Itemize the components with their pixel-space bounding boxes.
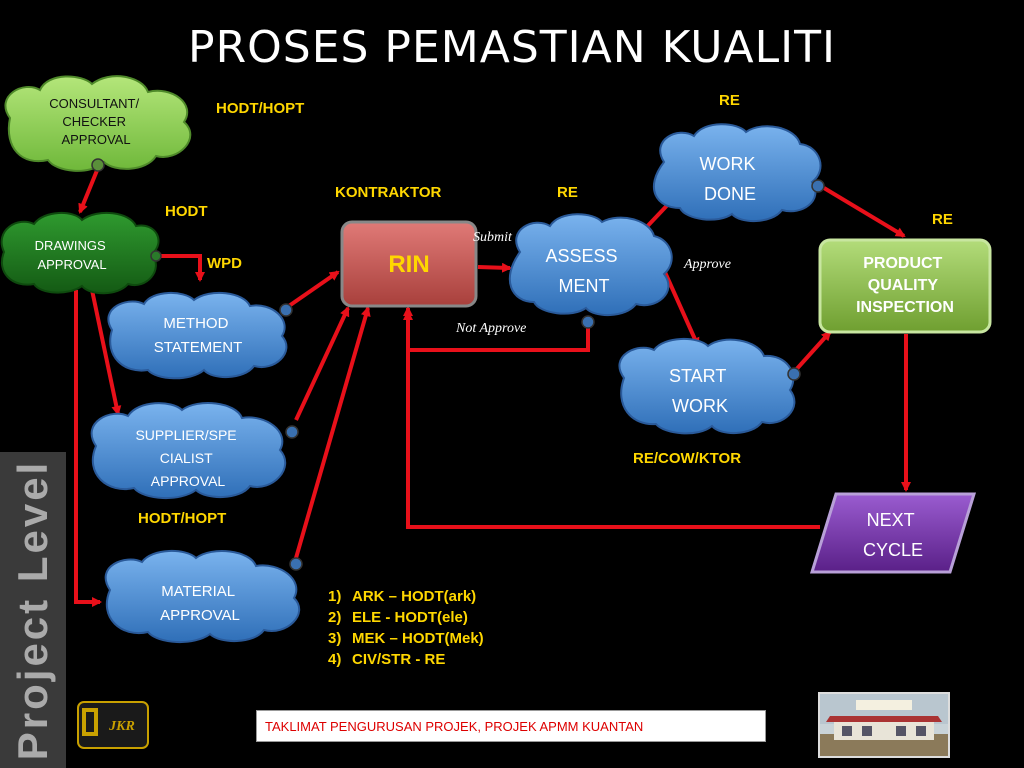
- footer-caption: TAKLIMAT PENGURUSAN PROJEK, PROJEK APMM …: [256, 710, 766, 742]
- role-hodt: HODT: [165, 203, 208, 220]
- supplier-line-3: APPROVAL: [151, 473, 226, 489]
- arrow-supplier-rin: [294, 306, 350, 421]
- arrow-nextcycle-rin: [403, 310, 820, 529]
- svg-text:MATERIAL APPROVAL: MATERIAL APPROVAL: [160, 583, 240, 624]
- consultant-line-3: APPROVAL: [61, 132, 130, 147]
- list-number: 2): [328, 609, 342, 626]
- list-text: CIV/STR - RE: [352, 651, 446, 668]
- jkr-logo: JKR: [77, 701, 149, 749]
- svg-text:DRAWINGS APPROVAL: DRAWINGS APPROVAL: [35, 238, 110, 272]
- list-number: 4): [328, 651, 342, 668]
- method-line-1: METHOD: [163, 315, 228, 332]
- svg-text:CONSULTANT/ CHECKER: CONSULTANT/ CHECKER APPROVAL: [49, 96, 142, 147]
- svg-text:NEXT CYCLE: NEXT CYCLE: [863, 510, 923, 560]
- svg-text:SUPPLIER/SPE CIALIST: SUPPLIER/SPE CIALIST APPROVAL: [135, 427, 240, 489]
- assess-line-2: MENT: [559, 276, 610, 296]
- workdone-line-2: DONE: [704, 184, 756, 204]
- role-hodt-hopt-top: HODT/HOPT: [216, 100, 305, 117]
- arrow-workdone-product: [822, 186, 906, 238]
- arrow-startwork-product: [792, 330, 832, 374]
- startwork-line-2: WORK: [672, 396, 728, 416]
- drawings-line-1: DRAWINGS: [35, 238, 106, 253]
- arrow-rin-assess: [477, 262, 512, 273]
- rin-label: RIN: [388, 251, 429, 278]
- startwork-line-1: START: [669, 366, 726, 386]
- supplier-specialist-approval-cloud: SUPPLIER/SPE CIALIST APPROVAL: [90, 402, 299, 500]
- list-text: MEK – HODT(Mek): [352, 630, 484, 647]
- sidebar-label: Project Level: [9, 459, 56, 761]
- building-photo: [818, 692, 950, 758]
- nextcycle-line-2: CYCLE: [863, 540, 923, 560]
- rin-box: RIN: [340, 220, 478, 308]
- product-quality-inspection-box: PRODUCT QUALITY INSPECTION: [818, 238, 992, 334]
- list-text: ELE - HODT(ele): [352, 609, 468, 626]
- role-hodt-hopt-bottom: HODT/HOPT: [138, 510, 227, 527]
- list-item: 2) ELE - HODT(ele): [328, 607, 484, 628]
- caption-approve: Approve: [684, 257, 731, 272]
- workdone-line-1: WORK: [699, 154, 755, 174]
- svg-text:ASSESS MENT: ASSESS MENT: [545, 246, 622, 296]
- work-done-cloud: WORK DONE: [652, 123, 825, 222]
- method-statement-cloud: METHOD STATEMENT: [107, 291, 293, 380]
- supplier-line-1: SUPPLIER/SPE: [135, 427, 236, 443]
- svg-text:START WORK: START WORK: [669, 366, 731, 416]
- product-line-1: PRODUCT: [863, 255, 942, 272]
- arrow-drawings-method: [152, 254, 205, 282]
- list-item: 3) MEK – HODT(Mek): [328, 628, 484, 649]
- role-re-top: RE: [719, 92, 740, 109]
- role-wpd: WPD: [207, 255, 242, 272]
- consultant-checker-approval-cloud: CONSULTANT/ CHECKER APPROVAL: [4, 75, 192, 172]
- svg-text:WORK DONE: WORK DONE: [699, 154, 760, 204]
- consultant-line-2: CHECKER: [62, 114, 126, 129]
- sidebar-band: [0, 452, 66, 768]
- start-work-cloud: START WORK: [618, 337, 801, 435]
- assessment-cloud: ASSESS MENT: [508, 213, 673, 329]
- arrow-material-rin: [294, 306, 371, 559]
- drawings-line-2: APPROVAL: [37, 257, 106, 272]
- material-line-1: MATERIAL: [161, 583, 235, 600]
- list-item: 1) ARK – HODT(ark): [328, 586, 484, 607]
- arrow-assess-startwork: [662, 269, 700, 348]
- drawings-approval-cloud: DRAWINGS APPROVAL: [0, 211, 162, 295]
- nextcycle-line-1: NEXT: [867, 510, 915, 530]
- list-number: 3): [328, 630, 342, 647]
- logo-text: JKR: [108, 719, 135, 734]
- arrow-drawings-supplier: [90, 289, 122, 416]
- svg-text:METHOD STATEMENT: METHOD STATEMENT: [154, 315, 243, 356]
- assess-line-1: ASSESS: [545, 246, 617, 266]
- role-re-cow-ktor: RE/COW/KTOR: [633, 450, 742, 467]
- supplier-line-2: CIALIST: [160, 450, 213, 466]
- next-cycle-box: NEXT CYCLE: [809, 492, 977, 574]
- arrow-consultant-drawings: [78, 167, 100, 214]
- material-approver-list: 1) ARK – HODT(ark) 2) ELE - HODT(ele) 3) ME…: [328, 586, 484, 670]
- arrow-drawings-material: [74, 290, 102, 607]
- method-line-2: STATEMENT: [154, 339, 243, 356]
- consultant-line-1: CONSULTANT/: [49, 96, 139, 111]
- product-line-2: QUALITY: [868, 277, 939, 294]
- page-title: PROSES PEMASTIAN KUALITI: [188, 22, 836, 73]
- role-kontraktor: KONTRAKTOR: [335, 184, 442, 201]
- list-number: 1): [328, 588, 342, 605]
- material-line-2: APPROVAL: [160, 607, 240, 624]
- svg-text:PRODUCT QUALITY IN: PRODUCT QUALITY INSPECTION: [856, 255, 954, 316]
- caption-not-approve: Not Approve: [456, 321, 527, 336]
- role-re-right: RE: [932, 211, 953, 228]
- list-text: ARK – HODT(ark): [352, 588, 477, 605]
- material-approval-cloud: MATERIAL APPROVAL: [104, 549, 303, 644]
- list-item: 4) CIV/STR - RE: [328, 649, 484, 670]
- role-re-assess: RE: [557, 184, 578, 201]
- arrow-method-rin: [284, 270, 340, 310]
- caption-submit: Submit: [473, 230, 512, 245]
- product-line-3: INSPECTION: [856, 299, 954, 316]
